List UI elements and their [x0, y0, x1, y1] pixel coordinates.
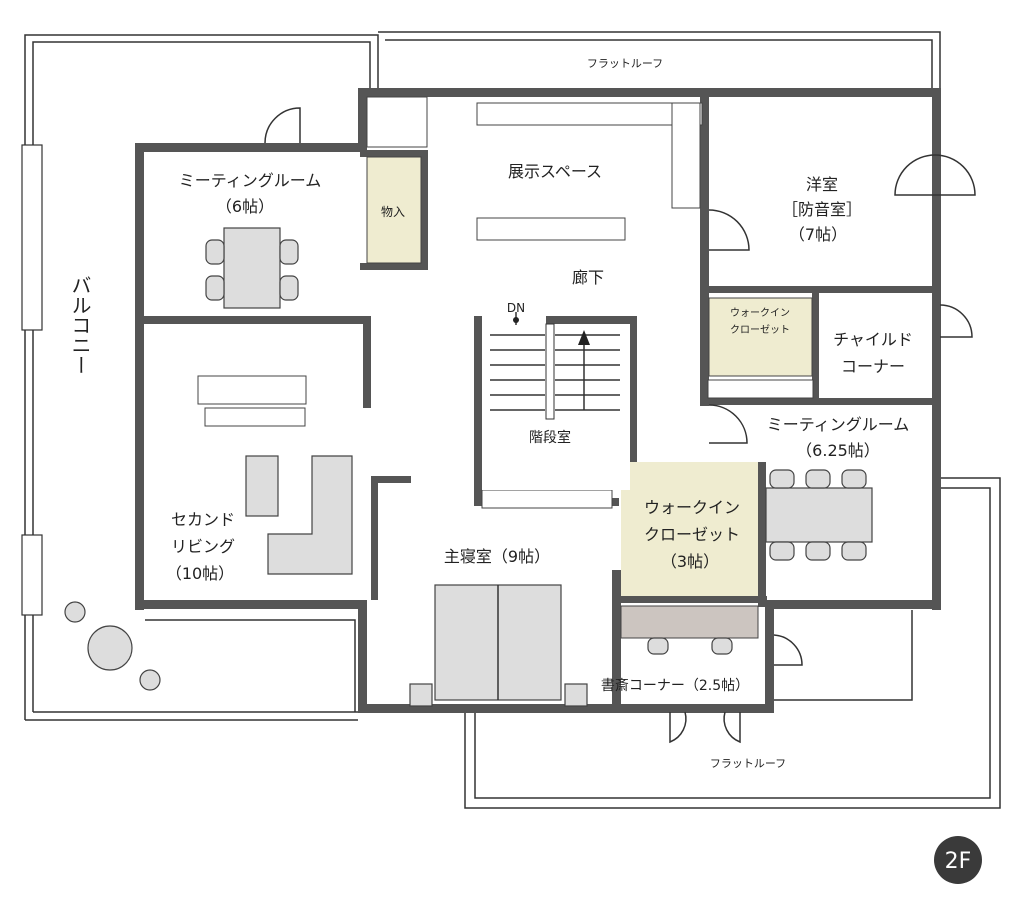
- walkin-large-size: （3帖）: [661, 552, 719, 571]
- meeting-room-2-size: （6.25帖）: [796, 441, 880, 460]
- flat-roof-bottom-label: フラットルーフ: [710, 757, 786, 770]
- master-bedroom-label: 主寝室（9帖）: [444, 547, 550, 566]
- western-room-name: 洋室: [806, 175, 838, 194]
- floor-badge: 2F: [934, 836, 982, 884]
- storage-closet: [366, 156, 422, 264]
- western-room-size: （7帖）: [789, 225, 847, 244]
- study-corner-label: 書斎コーナー（2.5帖）: [601, 677, 749, 694]
- meeting-room-1-name: ミーティングルーム: [179, 171, 322, 190]
- stair-dn-label: DN: [507, 301, 525, 315]
- walkin-closet-small: [708, 297, 813, 377]
- balcony-outline: [21, 34, 379, 721]
- walkin-large-line2: クローゼット: [644, 525, 740, 544]
- doors: [264, 107, 976, 744]
- second-living-line1: セカンド: [171, 510, 235, 529]
- meeting-room-2-name: ミーティングルーム: [767, 415, 910, 434]
- corridor-label: 廊下: [572, 268, 604, 287]
- stairwell-label: 階段室: [529, 429, 571, 446]
- storage-label: 物入: [381, 205, 405, 219]
- staircase: [482, 312, 630, 490]
- walkin-closet-large: [621, 462, 758, 596]
- western-room-sub: ［防音室］: [782, 200, 862, 219]
- exhibition-label: 展示スペース: [508, 162, 602, 181]
- walkin-small-line2: クローゼット: [730, 324, 790, 336]
- flat-roof-top-label: フラットルーフ: [587, 57, 663, 70]
- floor-badge-label: 2F: [945, 849, 972, 874]
- child-corner-line2: コーナー: [841, 357, 905, 376]
- balcony-label: バルコニー: [68, 275, 92, 375]
- second-living-line2: リビング: [171, 537, 235, 556]
- walkin-large-line1: ウォークイン: [644, 498, 740, 517]
- flat-roof-bottom-outline: [464, 477, 1001, 809]
- meeting-room-1-size: （6帖）: [216, 197, 274, 216]
- second-living-size: （10帖）: [166, 564, 234, 583]
- walls: [135, 88, 941, 713]
- flat-roof-top-outline: [378, 31, 941, 90]
- study-desk: [620, 605, 759, 639]
- walkin-small-line1: ウォークイン: [730, 307, 790, 319]
- furniture: [64, 227, 873, 707]
- child-corner-line1: チャイルド: [833, 330, 913, 349]
- shelves: [197, 96, 814, 509]
